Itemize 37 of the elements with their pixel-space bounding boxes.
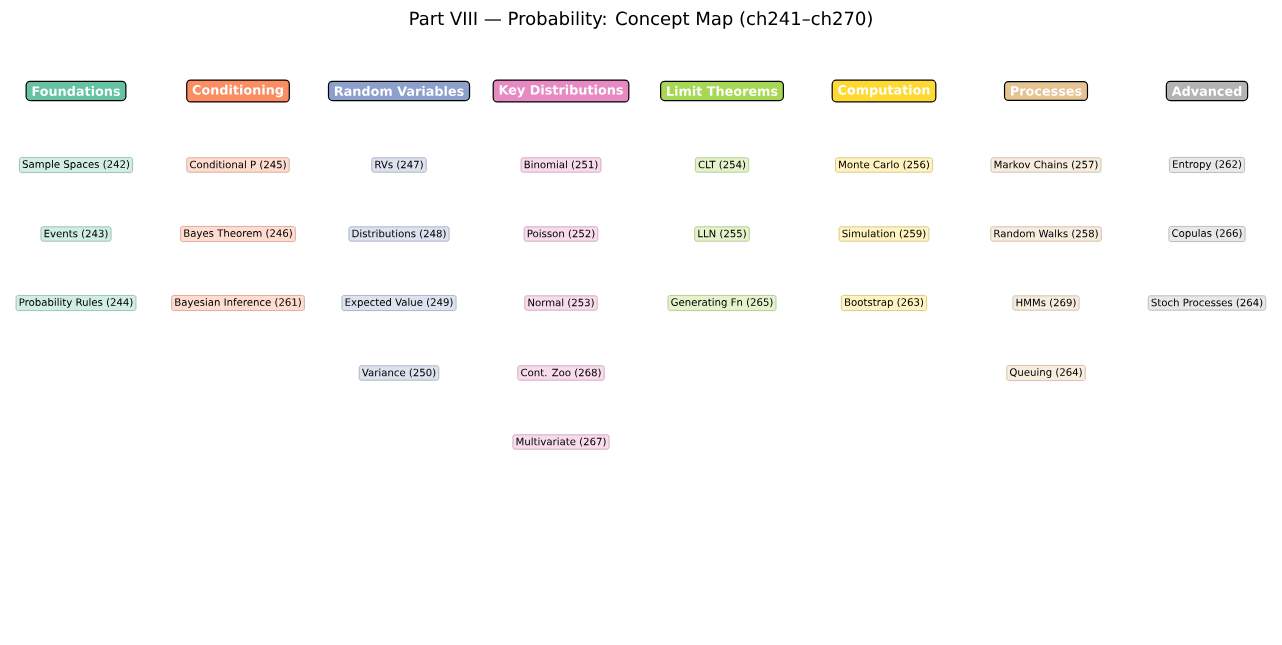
category-box: Processes <box>1003 80 1089 101</box>
topic-box: Events (243) <box>40 226 112 242</box>
topic-box: Markov Chains (257) <box>990 157 1102 173</box>
topic-box: Simulation (259) <box>838 226 930 242</box>
topic-box: Bayes Theorem (246) <box>180 226 296 242</box>
topic-box: Conditional P (245) <box>186 157 290 173</box>
topic-box: HMMs (269) <box>1012 295 1080 311</box>
category-box: Advanced <box>1165 80 1249 102</box>
topic-box: Entropy (262) <box>1169 157 1245 173</box>
topic-box: Bayesian Inference (261) <box>171 295 305 311</box>
category-box: Computation <box>831 79 937 103</box>
topic-box: Multivariate (267) <box>512 434 610 450</box>
topic-box: Poisson (252) <box>523 226 599 242</box>
topic-box: Distributions (248) <box>348 226 450 242</box>
topic-box: LLN (255) <box>694 226 750 242</box>
topic-box: Variance (250) <box>358 365 440 381</box>
topic-box: RVs (247) <box>371 157 427 173</box>
title: Part VIII — Probability: Concept Map (ch241–ch270) <box>410 11 872 29</box>
topic-box: Bootstrap (263) <box>841 295 927 311</box>
topic-box: Generating Fn (265) <box>667 295 777 311</box>
topic-box: Copulas (266) <box>1168 226 1246 242</box>
topic-box: Binomial (251) <box>520 157 602 173</box>
category-box: Foundations <box>25 80 127 102</box>
topic-box: Sample Spaces (242) <box>19 157 133 173</box>
topic-box: CLT (254) <box>694 157 750 173</box>
topic-box: Probability Rules (244) <box>15 295 137 311</box>
topic-box: Monte Carlo (256) <box>835 157 933 173</box>
category-box: Limit Theorems <box>660 80 784 102</box>
topic-box: Random Walks (258) <box>990 226 1102 242</box>
topic-box: Cont. Zoo (268) <box>517 365 605 381</box>
topic-box: Expected Value (249) <box>341 295 457 311</box>
topic-box: Normal (253) <box>524 295 598 311</box>
topic-box: Queuing (264) <box>1006 365 1086 381</box>
category-box: Key Distributions <box>492 79 630 103</box>
category-box: Conditioning <box>186 79 290 103</box>
topic-box: Stoch Processes (264) <box>1147 295 1267 311</box>
category-box: Random Variables <box>327 80 471 102</box>
